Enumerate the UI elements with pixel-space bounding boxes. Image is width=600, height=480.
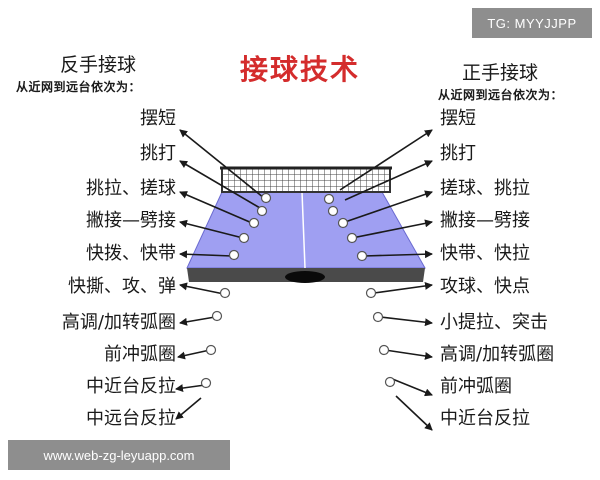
right-heading: 正手接球 <box>462 62 539 84</box>
right-arrow-8 <box>384 349 433 360</box>
left-label-8: 前冲弧圈 <box>104 344 176 365</box>
right-arrow-2 <box>344 160 433 201</box>
right-label-2: 挑打 <box>440 143 476 164</box>
left-ball-9 <box>200 377 212 389</box>
left-ball-5 <box>228 249 240 261</box>
left-balls <box>200 192 272 389</box>
watermark-bottom: www.web-zg-leyuapp.com <box>8 440 230 470</box>
left-label-4: 撇接—劈接 <box>86 210 176 231</box>
left-ball-8 <box>205 344 217 356</box>
left-label-1: 摆短 <box>140 108 176 129</box>
right-label-5: 快带、快拉 <box>440 243 530 264</box>
right-ball-4 <box>346 232 358 244</box>
net <box>221 167 391 193</box>
left-arrow-2 <box>179 160 261 209</box>
right-arrow-3 <box>344 190 433 223</box>
left-ball-1 <box>260 192 272 204</box>
right-arrow-5 <box>363 250 433 259</box>
right-ball-6 <box>365 287 377 299</box>
right-label-9: 前冲弧圈 <box>440 376 512 397</box>
left-heading: 反手接球 <box>60 54 137 76</box>
right-arrow-7 <box>379 316 433 327</box>
left-ball-3 <box>248 217 260 229</box>
left-ball-4 <box>238 232 250 244</box>
right-label-3: 搓球、挑拉 <box>440 178 530 199</box>
watermark-top: TG: MYYJJPP <box>472 8 592 38</box>
left-arrow-1 <box>179 129 265 199</box>
right-ball-5 <box>356 250 368 262</box>
left-label-5: 快拨、快带 <box>86 243 176 264</box>
right-arrow-1 <box>339 129 433 191</box>
right-ball-7 <box>372 311 384 323</box>
left-label-9: 中近台反拉 <box>86 376 176 397</box>
left-label-10: 中远台反拉 <box>86 408 176 429</box>
left-arrows <box>175 129 265 420</box>
left-arrow-8 <box>177 349 211 360</box>
right-arrow-4 <box>351 219 433 239</box>
right-label-10: 中近台反拉 <box>440 408 530 429</box>
right-subheading: 从近网到远台依次为： <box>438 88 564 102</box>
right-label-8: 高调/加转弧圈 <box>440 344 555 365</box>
left-arrow-3 <box>179 191 253 224</box>
page-title: 接球技术 <box>239 53 360 86</box>
right-balls <box>323 193 396 388</box>
right-arrow-10 <box>395 395 433 431</box>
left-ball-7 <box>211 310 223 322</box>
right-label-7: 小提拉、突击 <box>440 312 548 333</box>
right-label-6: 攻球、快点 <box>440 276 530 297</box>
left-label-3: 挑拉、搓球 <box>86 178 176 199</box>
right-ball-9 <box>384 376 396 388</box>
left-arrow-4 <box>179 219 244 239</box>
left-arrow-7 <box>179 316 216 326</box>
right-label-4: 撇接—劈接 <box>440 210 530 231</box>
table-center-line <box>301 191 306 269</box>
left-label-2: 挑打 <box>140 143 176 164</box>
right-ball-8 <box>378 344 390 356</box>
left-label-6: 快撕、攻、弹 <box>68 276 176 297</box>
right-arrows <box>339 129 433 431</box>
left-arrow-10 <box>175 397 202 420</box>
left-label-7: 高调/加转弧圈 <box>61 312 176 333</box>
right-ball-3 <box>337 217 349 229</box>
right-arrow-9 <box>389 377 433 397</box>
left-ball-2 <box>256 205 268 217</box>
right-label-1: 摆短 <box>440 108 476 129</box>
right-ball-2 <box>327 205 339 217</box>
left-ball-6 <box>219 287 231 299</box>
left-arrow-9 <box>175 384 206 393</box>
right-arrow-6 <box>373 281 433 294</box>
table-hole <box>285 271 325 283</box>
left-arrow-6 <box>179 282 225 295</box>
left-subheading: 从近网到远台依次为： <box>16 80 142 94</box>
right-ball-1 <box>323 193 335 205</box>
left-arrow-5 <box>179 250 233 259</box>
